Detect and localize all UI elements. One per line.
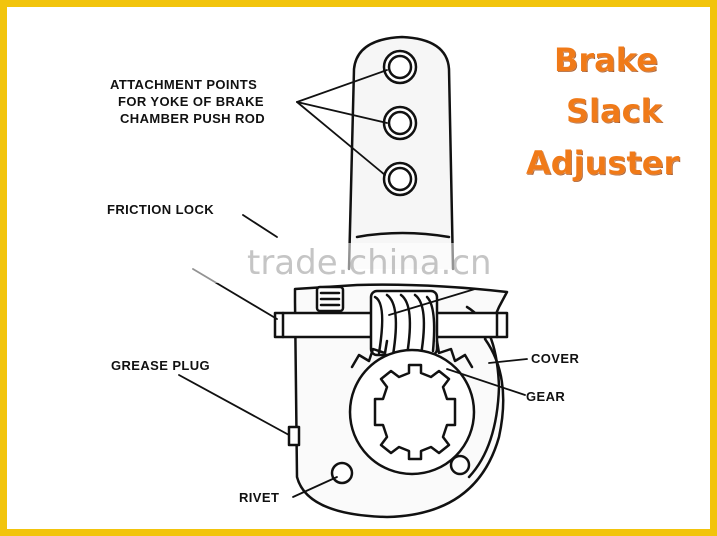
adjuster-arm [347,35,455,271]
watermark: trade.china.cn [247,243,492,283]
label-rivet: RIVET [239,490,280,505]
label-friction-lock: FRICTION LOCK [107,202,215,217]
label-attachment-line-3: CHAMBER PUSH ROD [120,111,266,126]
watermark-band [7,243,710,283]
grease-plug [287,425,301,447]
label-cover: COVER [531,351,580,366]
rivet-right [449,454,471,476]
label-attachment-line-1: ATTACHMENT POINTS [110,77,258,92]
worm-gear [369,289,439,357]
label-attachment-line-2: FOR YOKE OF BRAKE [118,94,264,109]
title-line-3: Adjuster [526,144,680,182]
gear-splines [373,363,457,461]
friction-lock-cap [315,285,345,313]
label-gear: GEAR [526,389,566,404]
rivet-left [330,461,354,485]
slack-adjuster-drawing [178,35,528,519]
label-grease-plug: GREASE PLUG [111,358,211,373]
gear-wheel [348,348,476,476]
title-line-2: Slack [566,92,662,130]
title-line-1: Brake [554,41,658,79]
